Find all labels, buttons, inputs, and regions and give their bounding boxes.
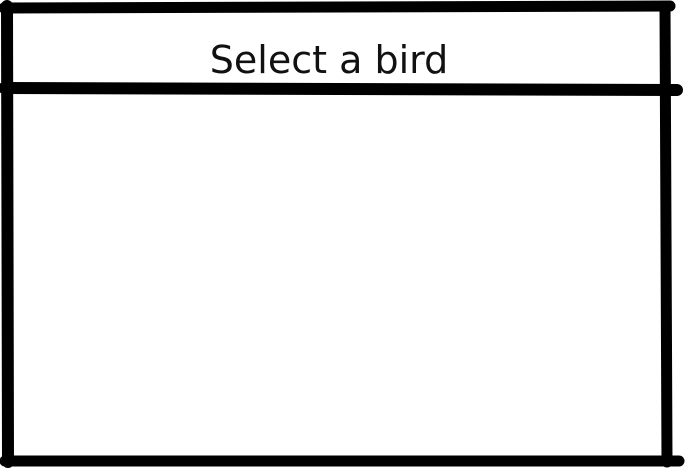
header-title: Select a bird: [209, 38, 449, 82]
bird-list-area[interactable]: [14, 98, 662, 454]
